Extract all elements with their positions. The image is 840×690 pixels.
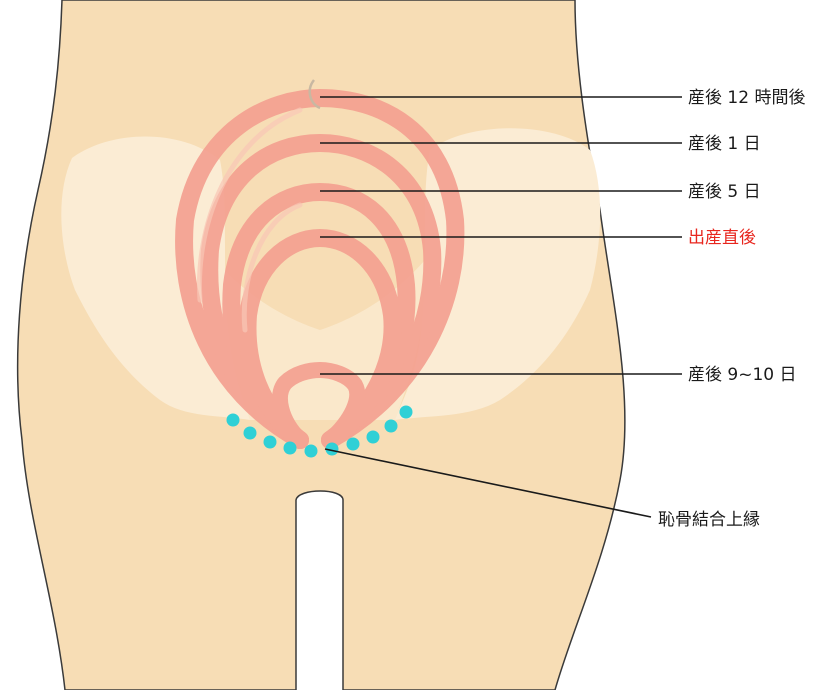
dot [284,442,297,455]
dot [400,406,413,419]
dot [305,445,318,458]
dot [385,420,398,433]
label-postpartum-5d: 産後 5 日 [688,182,761,202]
dot [227,414,240,427]
label-pubic-symphysis-upper-edge: 恥骨結合上縁 [658,510,760,530]
dot [264,436,277,449]
label-postpartum-12h: 産後 12 時間後 [688,88,805,108]
dot [347,438,360,451]
dot [244,427,257,440]
dot [367,431,380,444]
labels: 産後 12 時間後 産後 1 日 産後 5 日 出産直後 産後 9~10 日 恥… [658,88,805,530]
label-immediately-after-birth: 出産直後 [688,228,756,248]
label-postpartum-9-10d: 産後 9~10 日 [688,365,797,385]
label-postpartum-1d: 産後 1 日 [688,134,761,154]
